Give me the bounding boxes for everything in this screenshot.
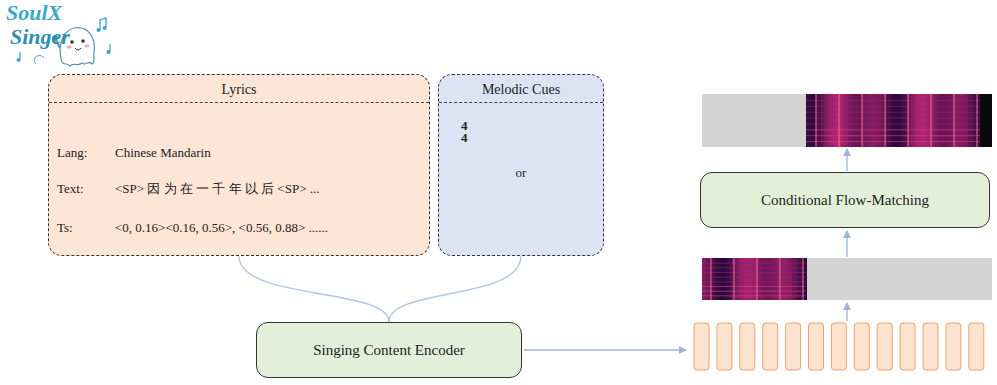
connector <box>389 256 521 322</box>
node-heading: Conditional Flow-Matching <box>761 191 929 209</box>
spectrogram <box>806 94 992 147</box>
node-heading: Lyrics <box>222 82 257 99</box>
heading-divider <box>439 102 603 103</box>
node-text: Text: <box>57 181 84 197</box>
lyrics-panel: LyricsLang: Chinese MandarinText: <SP> 因 为… <box>48 74 430 256</box>
encoder-box: Singing Content Encoder <box>256 322 522 378</box>
masked-region <box>806 258 992 300</box>
node-text: Ts: <box>57 220 73 236</box>
masked-region <box>702 94 806 147</box>
logo-text: Singer <box>10 26 70 48</box>
heading-divider <box>49 102 429 103</box>
node-heading: Singing Content Encoder <box>313 341 465 359</box>
connector <box>239 256 389 322</box>
node-text: Chinese Mandarin <box>115 145 211 161</box>
node-text: Lang: <box>57 145 87 161</box>
flow-matching-box: Conditional Flow-Matching <box>700 172 990 228</box>
melodic-panel: Melodic Cues or <box>438 74 604 256</box>
node-text: <SP> 因 为 在 一 千 年 以 后 <SP> ... <box>115 181 320 197</box>
node-heading: Melodic Cues <box>482 82 560 99</box>
spectrogram <box>702 258 807 300</box>
logo-text: SoulX <box>6 2 62 24</box>
node-text: or <box>516 165 527 181</box>
time-signature: 4 <box>461 131 468 144</box>
node-text: <0, 0.16><0.16, 0.56>, <0.56, 0.88> ....… <box>115 220 328 236</box>
content-tokens <box>694 323 984 370</box>
